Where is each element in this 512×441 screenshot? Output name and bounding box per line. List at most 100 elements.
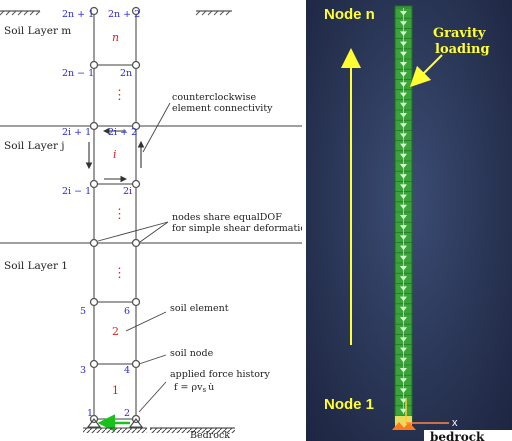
gravity-arrow-icon [400, 153, 407, 159]
annotation-soil-node: soil node [170, 348, 214, 359]
gravity-arrow-icon [400, 347, 407, 353]
base-support-icon [392, 422, 406, 430]
layer-label-1: Soil Layer 1 [4, 260, 68, 272]
gravity-arrow-icon [400, 92, 407, 98]
gravity-arrow-icon [400, 21, 407, 26]
node-label: 1 [87, 408, 93, 419]
soil-node [131, 179, 141, 189]
gravity-arrow-icon [400, 11, 407, 16]
gravity-arrow-icon [400, 266, 407, 271]
ellipsis-mark: ⋮ [113, 266, 126, 281]
soil-node [131, 6, 141, 16]
gravity-arrow-icon [400, 337, 407, 342]
node-label: 4 [124, 365, 130, 376]
node-label: 2i − 1 [62, 186, 91, 197]
annotation-ccw: counterclockwise [172, 92, 256, 103]
gravity-arrow-icon [400, 102, 407, 108]
annotation-ccw: element connectivity [172, 103, 273, 114]
node-label: 2i + 1 [62, 127, 91, 138]
gravity-arrow-icon [400, 194, 407, 200]
element-label: n [112, 31, 119, 44]
node-label: 2i [123, 186, 132, 197]
gravity-arrow-icon [400, 82, 407, 87]
gravity-arrow-icon [400, 276, 407, 281]
annotation-soil-element: soil element [170, 303, 229, 314]
gravity-arrow-icon [400, 72, 407, 77]
node-label: 6 [124, 306, 130, 317]
gravity-arrow-icon [400, 327, 407, 332]
soil-node [89, 359, 99, 369]
gravity-arrow-icon [400, 31, 407, 36]
node-label: 5 [80, 306, 86, 317]
bedrock-label-box [424, 430, 512, 441]
base-support-icon [402, 422, 416, 430]
node-label: 2n + 1 [62, 9, 94, 20]
soil-node [131, 60, 141, 70]
gravity-arrow-icon [400, 133, 407, 138]
gravity-arrow-icon [400, 235, 407, 240]
x-axis-label: x [452, 417, 458, 429]
soil-node [89, 6, 99, 16]
node-n-label: Node n [324, 6, 375, 23]
soil-node [89, 121, 99, 131]
fe-model-svg: x Node n Gravity loading Node 1 bedrock [324, 5, 512, 441]
element-label: 1 [112, 384, 119, 397]
gravity-label: loading [435, 42, 490, 57]
soil-node [131, 359, 141, 369]
gravity-arrow-icon [400, 368, 407, 373]
bedrock-hatch-support [83, 428, 147, 433]
gravity-arrow-icon [400, 174, 407, 179]
ellipsis-mark: ⋮ [113, 207, 126, 222]
soil-node [131, 121, 141, 131]
node-label: 2n − 1 [62, 68, 94, 79]
gravity-arrow-icon [400, 357, 407, 363]
soil-node [89, 238, 99, 248]
ground-hatch [0, 10, 231, 16]
gravity-arrow-icon [400, 123, 407, 128]
node-label: 2i + 2 [108, 127, 137, 138]
gravity-pointer-arrow [409, 54, 443, 88]
schematic-svg: Soil Layer m Soil Layer j Soil Layer 1 2… [0, 6, 302, 441]
gravity-arrow-icon [400, 245, 407, 251]
gravity-arrow-icon [400, 41, 407, 47]
bedrock-label: bedrock [430, 430, 485, 441]
fe-model-panel: x Node n Gravity loading Node 1 bedrock [306, 0, 512, 441]
annotation-equaldof: for simple shear deformation [172, 223, 302, 234]
gravity-arrow-icon [400, 164, 407, 169]
ellipsis-mark: ⋮ [113, 88, 126, 103]
gravity-arrow-icon [400, 62, 407, 67]
gravity-arrow-icon [400, 204, 407, 210]
soil-node [89, 297, 99, 307]
gravity-label: Gravity [433, 26, 486, 41]
annotation-bedrock: Bedrock [190, 430, 230, 441]
node-label: 3 [80, 365, 86, 376]
gravity-arrows [400, 8, 407, 414]
gravity-arrow-icon [400, 388, 407, 393]
element-label: i [113, 148, 117, 161]
soil-node [131, 238, 141, 248]
leader-lines [97, 102, 171, 413]
element-label: 2 [112, 325, 119, 338]
layer-label-m: Soil Layer m [4, 25, 71, 37]
annotation-equaldof: nodes share equalDOF [172, 212, 282, 223]
gravity-arrow-icon [400, 225, 407, 230]
panel-divider [302, 0, 306, 441]
gravity-arrow-icon [400, 306, 407, 312]
node-label: 2n + 2 [108, 9, 140, 20]
gravity-arrow-icon [400, 286, 407, 291]
soil-node [131, 297, 141, 307]
gravity-arrow-icon [400, 215, 407, 220]
soil-node [89, 179, 99, 189]
soil-column-schematic: Soil Layer m Soil Layer j Soil Layer 1 2… [0, 6, 302, 441]
soil-node [89, 60, 99, 70]
gravity-arrow-icon [400, 255, 407, 261]
ccw-arrows [85, 127, 145, 183]
gravity-arrow-icon [400, 378, 407, 383]
gravity-arrow-icon [400, 51, 407, 57]
gravity-arrow-icon [400, 113, 407, 118]
node-1-label: Node 1 [324, 396, 374, 413]
gravity-arrow-icon [400, 143, 407, 149]
bedrock-hatch [150, 428, 235, 433]
node-label: 2n [120, 68, 132, 79]
